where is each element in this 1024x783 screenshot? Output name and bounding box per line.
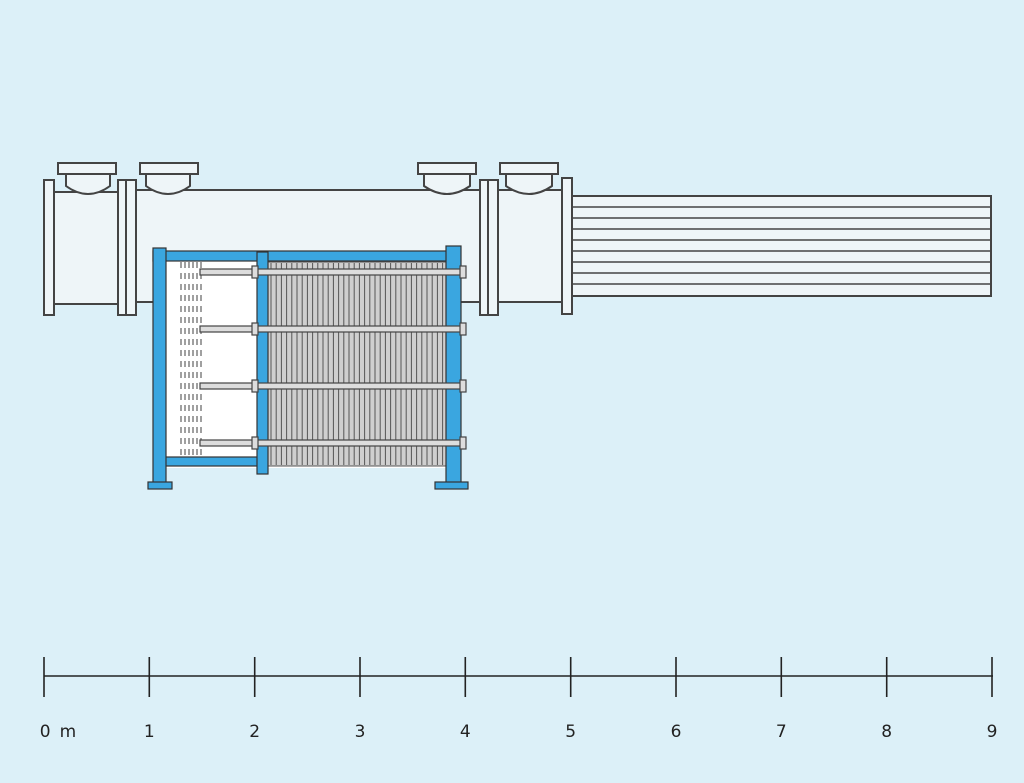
scale-tick-value: 9 xyxy=(986,722,998,742)
nozzle-2 xyxy=(139,162,199,195)
top-carrying-bar xyxy=(152,250,460,262)
tightening-bolts xyxy=(199,265,467,450)
tube-lines xyxy=(572,206,991,285)
bottom-guide-bar xyxy=(159,456,265,467)
plate-frame xyxy=(147,245,469,490)
shell-left-flange xyxy=(125,179,137,316)
scale-tick-value: 0 xyxy=(39,722,51,742)
fixed-frame-plate xyxy=(256,251,269,475)
support-column xyxy=(152,247,167,485)
scale-tick-value: 6 xyxy=(670,722,682,742)
tightening-bolt xyxy=(199,265,467,279)
scale-tick-label: 7 xyxy=(776,722,787,742)
scale-unit-label: m xyxy=(59,722,77,742)
nozzle-3 xyxy=(417,162,477,195)
plate-lines xyxy=(270,263,444,465)
shell-right-flange xyxy=(479,179,489,316)
right-channel-flange xyxy=(487,179,499,316)
scale-tick-value: 3 xyxy=(354,722,366,742)
left-channel-flange xyxy=(117,179,127,316)
scale-tick-label: 6 xyxy=(671,722,682,742)
scale-tick-value: 4 xyxy=(459,722,471,742)
nozzle-4 xyxy=(499,162,559,195)
tubesheet xyxy=(561,177,573,315)
scale-tick-label: 4 xyxy=(460,722,471,742)
plate-heat-exchanger xyxy=(147,245,469,490)
scale-bar xyxy=(43,657,993,697)
scale-tick-label: 8 xyxy=(881,722,892,742)
tightening-bolt xyxy=(199,379,467,393)
left-foot xyxy=(147,481,173,490)
scale-tick-label: 1 xyxy=(144,722,155,742)
pressure-plate-column xyxy=(445,245,462,485)
tube-bundle xyxy=(571,195,992,297)
scale-tick-value: 8 xyxy=(881,722,893,742)
scale-tick-label: 3 xyxy=(355,722,366,742)
scale-tick-value: 5 xyxy=(565,722,577,742)
right-foot xyxy=(434,481,469,490)
tightening-bolt xyxy=(199,322,467,336)
scale-tick-label: 9 xyxy=(987,722,998,742)
scale-tick-value: 1 xyxy=(143,722,155,742)
scale-tick-value: 2 xyxy=(249,722,261,742)
scale-ticks xyxy=(43,657,993,697)
scale-tick-label: 5 xyxy=(565,722,576,742)
tightening-bolt xyxy=(199,436,467,450)
right-channel-body xyxy=(497,189,563,303)
loose-plates xyxy=(180,262,202,466)
scale-tick-value: 7 xyxy=(775,722,787,742)
left-end-cover xyxy=(43,179,55,316)
scale-tick-label: 2 xyxy=(249,722,260,742)
nozzle-1 xyxy=(57,162,117,195)
left-channel-body xyxy=(53,191,119,305)
plate-pack xyxy=(266,261,448,467)
